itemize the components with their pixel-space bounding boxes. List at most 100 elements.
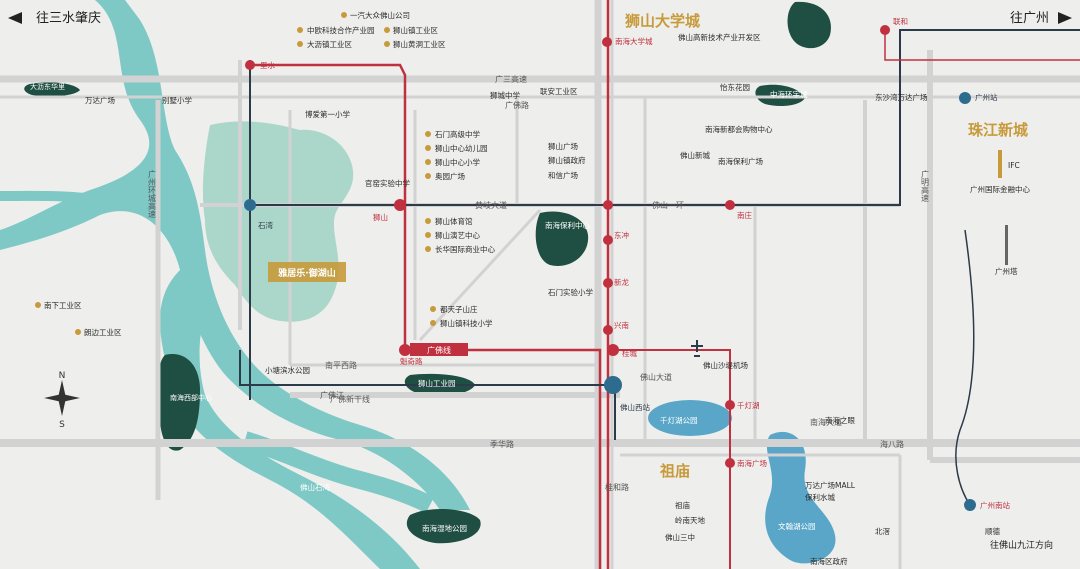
ifc-tower-icon [998,150,1002,178]
station-guangzhouzhan: 广州站 [975,92,998,102]
location-pin-icon [425,173,431,179]
poi-yiyu-mall: 保利水城 [805,492,835,502]
poi-xiaotang-park: 小塘滨水公园 [265,365,310,375]
poi-zumiao-temple: 祖庙 [675,500,690,510]
direction-guangzhou-label: 往广州 [1010,11,1049,26]
direction-sanshui-label: 往三水肇庆 [36,11,101,26]
poi-dali-ind: 大沥镇工业区 [307,39,352,49]
poi-ifc-short: IFC [1008,161,1020,170]
poi-foshan-shiyan: 佛山石湾 [300,482,330,492]
poi-nanhai-baili: 南海保利广场 [718,156,763,166]
poi-bieshan-school: 别墅小学 [162,95,192,105]
station-qiandeng: 千灯湖 [737,400,760,410]
poi-shimen-school: 石门高级中学 [435,129,480,139]
arrow-left-icon [8,12,22,24]
poi-dufu-hill: 都天子山庄 [440,304,478,314]
road-guangfo-jiang: 广佛江 [320,390,344,400]
poi-shimen-exp: 石门实验小学 [548,287,593,297]
metro-line-badge [410,343,468,356]
poi-dalu-square: 东沙湾万达广场 [875,92,928,102]
poi-beijiao: 北滘 [875,527,890,536]
poi-boai-school: 博爱第一小学 [305,109,350,119]
poi-shishan-ind: 狮山镇工业区 [393,25,438,35]
poi-wanda-left: 万达广场 [85,95,115,105]
location-pin-icon [425,145,431,151]
compass: N S [44,371,80,430]
location-pin-icon [425,159,431,165]
metro-lines [239,0,1080,569]
location-pin-icon [425,218,431,224]
road-guangzhou-ring: 广州环城高速 [148,169,157,219]
poi-faw-vw: 一汽大众佛山公司 [350,10,410,20]
location-pin-icon [425,246,431,252]
poi-wenhan-park: 文翰湖公园 [778,521,816,531]
location-pin-icon [297,41,303,47]
station-nanhai-daxuecheng: 南海大学城 [615,36,653,46]
station-guangzhounan: 广州南站 [980,500,1010,510]
poi-jiezuo-middle: 官窑实验中学 [365,178,410,188]
poi-qiandeng-lake: 千灯湖公园 [660,415,698,425]
station-lishui: 里水 [260,60,275,70]
station-dongchong: 东冲 [614,230,629,240]
station-nanhaiguangchang: 南海广场 [737,458,767,468]
station-foshan-west: 佛山西站 [620,402,650,412]
poi-southwestern: 南海西部中心 [170,393,212,402]
poi-lianan-ind: 联安工业区 [540,86,578,96]
poi-shishan-gov: 狮山镇政府 [548,155,586,165]
station-shishan: 狮山 [373,212,388,222]
area-zumiao: 祖庙 [659,462,690,480]
area-shishan-uni: 狮山大学城 [624,12,700,30]
poi-hezhan: 和信广场 [548,170,578,180]
station-nanzhuang: 南庄 [737,210,752,220]
location-pin-icon [430,320,436,326]
road-huangqi: 黄岐大道 [475,200,507,210]
station-xingnan: 兴南 [614,320,629,330]
road-guangming: 广明高速 [921,169,930,203]
poi-xiabei-ind: 南下工业区 [44,300,82,310]
poi-changhua-biz: 长华国际商业中心 [435,244,495,254]
location-pin-icon [425,131,431,137]
road-foshan-yihuan: 佛山一环 [652,200,684,210]
road-guangsan: 广三高速 [495,74,527,84]
poi-jiaoyu: 佛山三中 [665,532,695,542]
station-shiwan: 石湾 [258,220,273,230]
metro-line-label: 广佛线 [427,345,451,355]
road-jihua: 季华路 [490,439,514,449]
poi-wanda-mall: 万达广场MALL [805,480,856,490]
location-pin-icon [341,12,347,18]
compass-north: N [59,371,66,381]
poi-zhongou: 中欧科技合作产业园 [307,25,375,35]
poi-south-sea-wetland: 南海湿地公园 [422,523,467,533]
rivers [0,0,470,569]
station-guicheng: 桂城 [622,348,637,358]
poi-shunde: 顺德 [985,526,1000,536]
location-pin-icon [384,27,390,33]
poi-nanhai-gov: 南海区政府 [810,556,848,566]
poi-nanhai-zhimin: 南海之眼 [825,415,855,425]
project-name: 雅居乐·御湖山 [277,267,335,279]
location-pin-icon [430,306,436,312]
poi-xingtan-park: 中海环宇城 [770,89,808,99]
road-guangfo: 广佛路 [505,100,529,110]
compass-south: S [59,420,65,430]
location-pin-icon [384,41,390,47]
poi-shishan-huang: 狮山黄洞工业区 [393,39,446,49]
poi-chuanqi-vanke: 南海新都会购物中心 [705,124,773,134]
road-foshan-ave: 佛山大道 [640,372,672,382]
poi-zhuhe-ind: 朗边工业区 [84,327,122,337]
direction-jiujiang-label: 往佛山九江方向 [990,539,1053,551]
parks [24,1,831,544]
area-zhujiang-newtown: 珠江新城 [968,121,1028,139]
poi-shishan-kg: 狮山中心幼儿园 [435,143,488,153]
location-pin-icon [425,232,431,238]
poi-dali-sushe: 大沥东华里 [30,82,65,91]
poi-guangzhou-tower: 广州塔 [995,266,1018,276]
road-guihe: 桂和路 [605,482,629,492]
poi-yingxing: 佛山新城 [680,150,710,160]
location-pin-icon [75,329,81,335]
poi-juying: 狮山工业园 [418,378,456,388]
poi-shishan-square: 狮山广场 [548,141,578,151]
location-pin-icon [35,302,41,308]
station-dots [244,25,976,511]
